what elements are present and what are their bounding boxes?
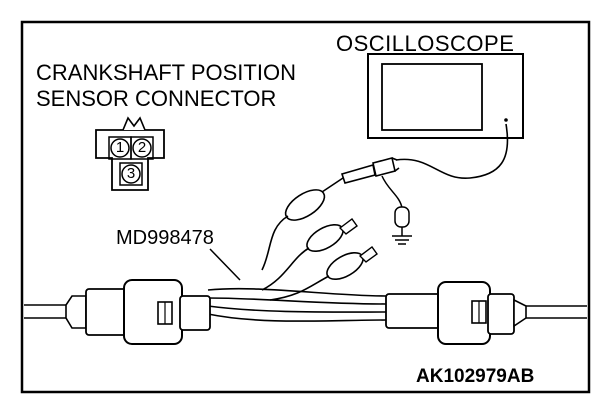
- sensor-connector-label-line1: CRANKSHAFT POSITION: [36, 60, 296, 85]
- left-connector: [85, 279, 211, 345]
- probe-plug: [340, 157, 400, 184]
- oscilloscope-device: [367, 53, 524, 139]
- test-clip-1: [261, 177, 344, 271]
- oscilloscope-screen: [381, 63, 483, 131]
- sensor-connector-label-line2: SENSOR CONNECTOR: [36, 86, 277, 111]
- connector-pin-2: 2: [137, 139, 147, 156]
- harness-part-number-label: MD998478: [116, 227, 214, 249]
- connector-pin-3: 3: [126, 165, 136, 182]
- oscilloscope-label: OSCILLOSCOPE: [336, 31, 515, 56]
- probe-cable: [395, 123, 509, 179]
- right-connector: [385, 281, 527, 345]
- connector-face-icon: [95, 116, 165, 191]
- figure-code-label: AK102979AB: [416, 366, 535, 387]
- ground-clip: [392, 206, 412, 245]
- test-clip-2: [261, 218, 358, 291]
- connector-pin-1: 1: [115, 139, 125, 156]
- left-vehicle-wire: [24, 295, 87, 329]
- ground-lead: [381, 175, 403, 209]
- harness-wires: [207, 287, 387, 322]
- right-vehicle-wire: [526, 305, 587, 319]
- sensor-connector-label: CRANKSHAFT POSITION SENSOR CONNECTOR: [36, 60, 296, 112]
- figure-border: [20, 20, 591, 394]
- label-leader-line: [209, 248, 241, 281]
- test-clip-3: [269, 246, 378, 301]
